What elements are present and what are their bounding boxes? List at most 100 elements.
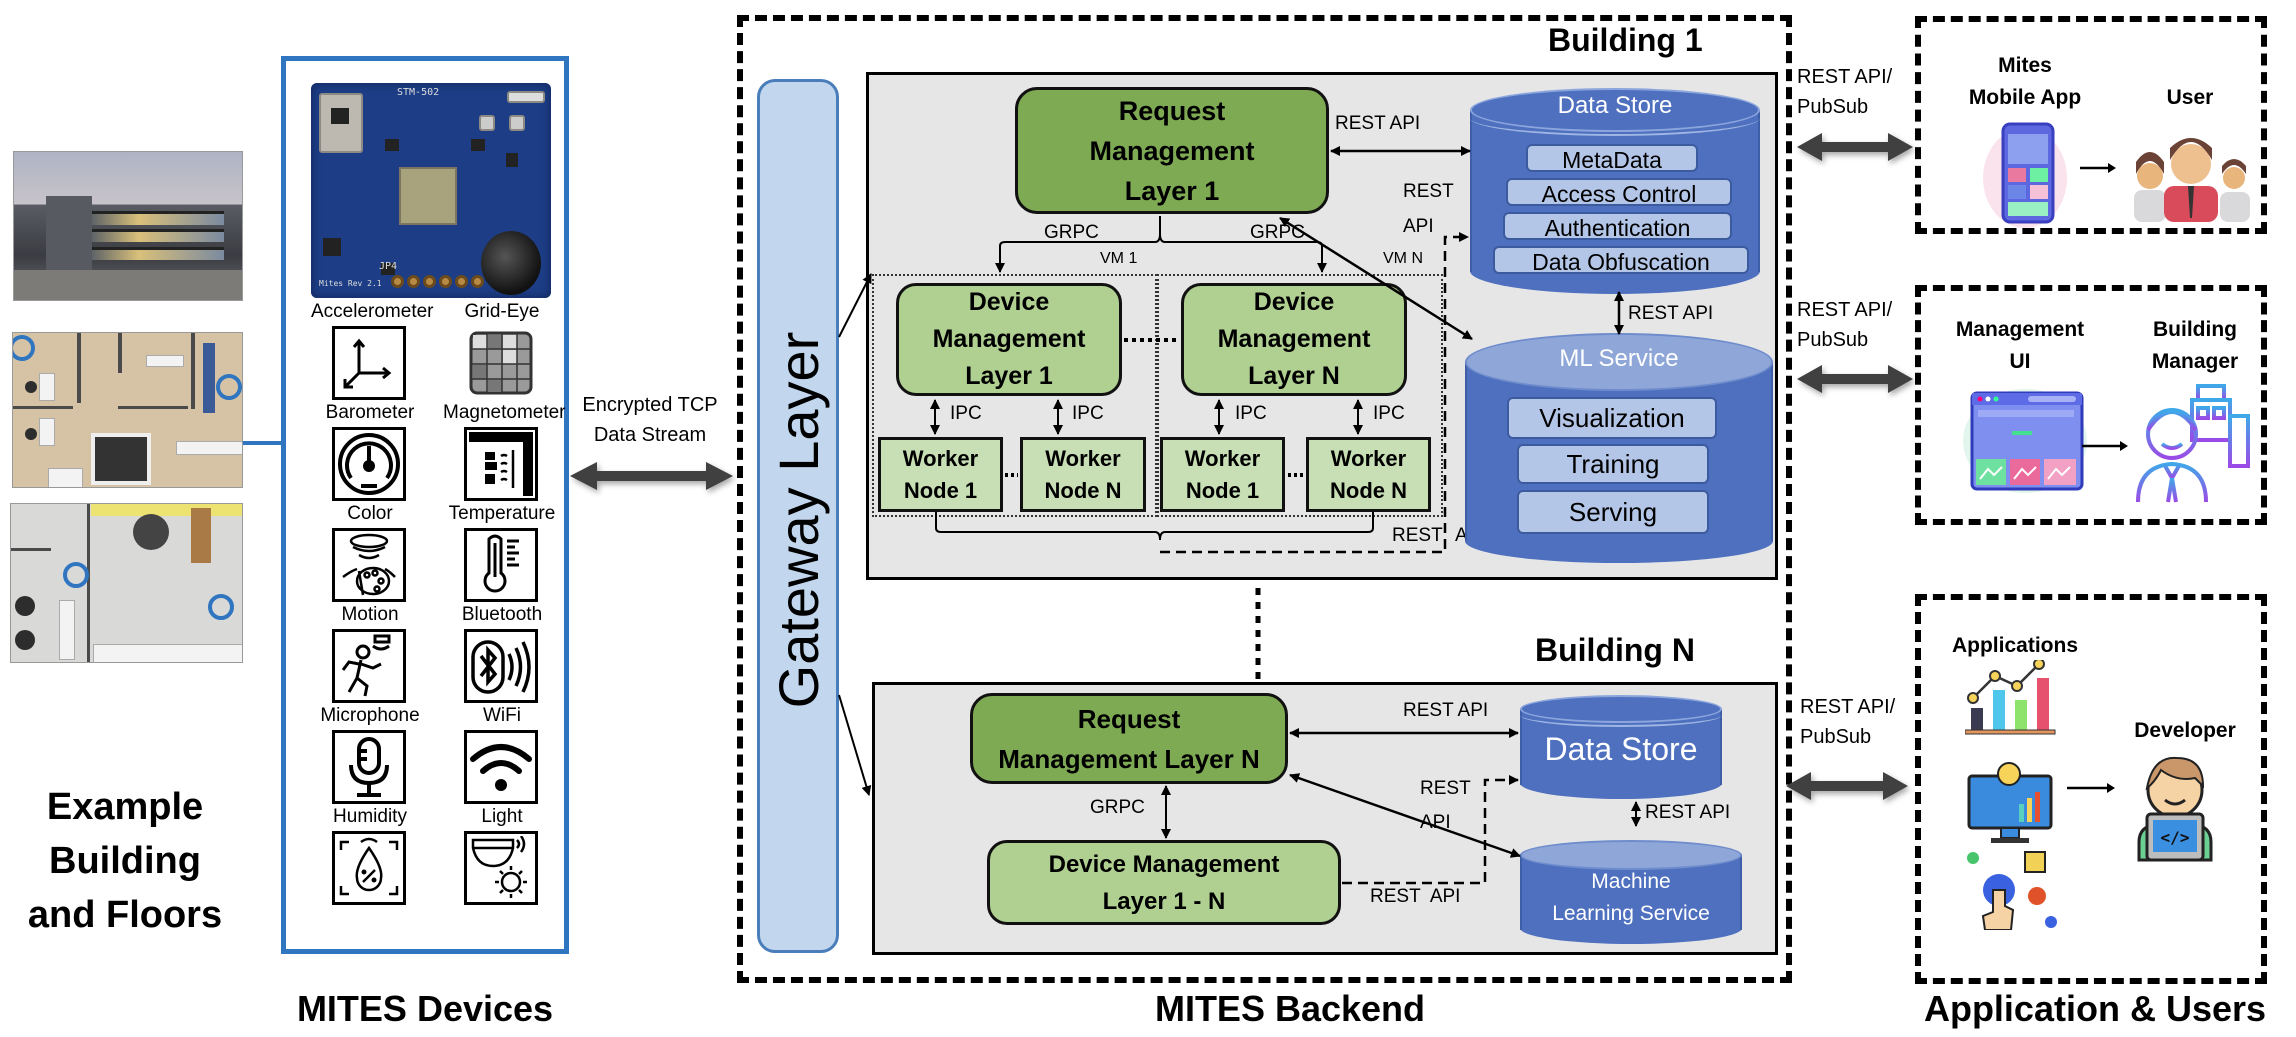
developer-icon: </> — [2137, 756, 2213, 862]
rest-pubsub-label-3: REST API/ PubSub — [1800, 692, 1895, 752]
worker-node-n-vmn[interactable]: Worker Node N — [1306, 437, 1431, 512]
rml-line: Management — [1089, 135, 1255, 166]
sensor-marker — [63, 562, 89, 588]
data-store-item: MetaData — [1526, 144, 1698, 173]
application-users-caption: Application & Users — [1923, 988, 2267, 1029]
applications-title: Applications — [1935, 630, 2095, 662]
title-line: Building — [2153, 318, 2237, 341]
svg-text:</>: </> — [2161, 828, 2190, 847]
mites-device-board: STM-502 Mites Rev 2.1 JP4 — [311, 83, 551, 298]
worker-line: Node 1 — [903, 477, 978, 503]
worker-line: Worker — [1330, 445, 1407, 471]
device-management-layer-n[interactable]: Device Management Layer N — [1181, 283, 1407, 396]
pubsub-double-arrow-2 — [1797, 365, 1913, 393]
worker-line: Worker — [1184, 445, 1261, 471]
request-management-layer-1[interactable]: Request Management Layer 1 — [1015, 87, 1329, 214]
api-line: PubSub — [1797, 96, 1869, 118]
api-line: PubSub — [1797, 329, 1869, 351]
worker-node-1-vm1[interactable]: Worker Node 1 — [878, 437, 1003, 512]
bar-chart-app-icon — [1965, 660, 2056, 735]
title-line: User — [2166, 86, 2214, 109]
building-exterior-photo — [13, 151, 243, 301]
grid-eye-thermal-grid-icon — [464, 326, 538, 400]
data-store-building-n[interactable]: Data Store — [1520, 695, 1722, 800]
data-store-title: Data Store — [1544, 731, 1698, 767]
request-management-layer-n[interactable]: Request Management Layer N — [970, 693, 1288, 784]
caption-line: Building — [49, 840, 201, 882]
users-group-icon — [2134, 138, 2250, 222]
dml-line: Management — [1217, 325, 1371, 353]
device-management-layer-1-n[interactable]: Device Management Layer 1 - N — [987, 840, 1341, 925]
sensor-marker — [13, 335, 35, 361]
sensor-label: Bluetooth — [461, 604, 543, 625]
ml-service-item: Training — [1517, 444, 1709, 484]
apps-to-developer-arrow — [2067, 783, 2115, 793]
ml-title-line: Learning Service — [1552, 902, 1710, 925]
user-title: User — [2150, 82, 2230, 114]
grpc-label: GRPC — [1044, 222, 1099, 243]
apps-panel-mobile — [1915, 16, 2267, 234]
vm-label: VM N — [1383, 250, 1423, 267]
ipc-label: IPC — [1373, 403, 1405, 424]
rml-line: Management Layer N — [998, 743, 1260, 774]
worker-node-1-vmn[interactable]: Worker Node 1 — [1160, 437, 1285, 512]
board-silkscreen: STM-502 — [397, 87, 440, 98]
mites-backend-container — [737, 15, 1792, 983]
mobile-app-title: Mites Mobile App — [1950, 50, 2100, 114]
worker-line: Worker — [902, 445, 979, 471]
grpc-label: GRPC — [1090, 797, 1145, 818]
ml-service-building-1[interactable]: ML Service Visualization Training Servin… — [1465, 333, 1773, 563]
building-1-title: Building 1 — [1548, 22, 1703, 58]
motion-person-icon — [332, 629, 406, 703]
device-management-layer-1[interactable]: Device Management Layer 1 — [896, 283, 1122, 396]
api-line: REST API/ — [1797, 299, 1893, 321]
rml-line: Request — [1077, 703, 1181, 734]
sensor-label: Accelerometer — [311, 301, 434, 322]
analytics-apps-icon — [1965, 660, 2057, 930]
worker-line: Node 1 — [1185, 477, 1260, 503]
sensor-marker — [216, 374, 242, 400]
light-sun-icon — [464, 831, 538, 905]
barometer-gauge-icon — [332, 427, 406, 501]
pubsub-double-arrow-1 — [1797, 133, 1913, 161]
humidity-drop-icon — [332, 831, 406, 905]
gateway-layer-label: Gateway Layer — [766, 331, 830, 709]
microphone-icon — [332, 730, 406, 804]
data-store-item: Authentication — [1503, 212, 1732, 241]
wifi-icon — [464, 730, 538, 804]
data-store-building-1[interactable]: Data Store MetaData Access Control Authe… — [1470, 88, 1760, 294]
sensor-label: WiFi — [483, 705, 521, 726]
building-manager-icon — [2136, 384, 2250, 503]
apps-panel-management — [1915, 285, 2267, 525]
sensor-label: Color — [347, 503, 393, 524]
building-manager-title: Building Manager — [2130, 314, 2260, 378]
ipc-label: IPC — [1235, 403, 1267, 424]
ipc-label: IPC — [950, 403, 982, 424]
dashboard-ui-icon — [1963, 389, 2087, 493]
worker-node-n-vm1[interactable]: Worker Node N — [1020, 437, 1146, 512]
rest-api-label: API — [1420, 812, 1451, 833]
color-palette-sensor-icon — [332, 528, 406, 602]
magnetometer-icon — [464, 427, 538, 501]
data-store-item: Data Obfuscation — [1493, 246, 1749, 275]
api-line: PubSub — [1800, 726, 1872, 748]
mobile-to-user-arrow — [2080, 163, 2116, 173]
dashboard-monitor-app-icon — [1967, 762, 2053, 843]
board-silkscreen: Mites Rev 2.1 — [319, 279, 382, 288]
rest-api-label: REST — [1420, 778, 1471, 799]
sensor-label: Magnetometer — [443, 402, 566, 423]
dml-line: Device — [1253, 288, 1335, 316]
floor-plan-2 — [10, 503, 243, 663]
title-line: Management — [1955, 318, 2085, 341]
mites-backend-caption: MITES Backend — [1154, 988, 1426, 1029]
tcp-label-line: Data Stream — [593, 424, 707, 446]
sensor-label: Barometer — [325, 402, 415, 423]
ml-service-building-n[interactable]: Machine Learning Service — [1520, 840, 1742, 944]
dml-line: Device — [968, 288, 1050, 316]
rml-line: Request — [1118, 95, 1226, 126]
rest-api-label: REST — [1403, 181, 1454, 202]
tcp-label-line: Encrypted TCP — [582, 394, 718, 416]
gateway-layer[interactable] — [757, 79, 839, 953]
title-line: Manager — [2151, 350, 2239, 373]
